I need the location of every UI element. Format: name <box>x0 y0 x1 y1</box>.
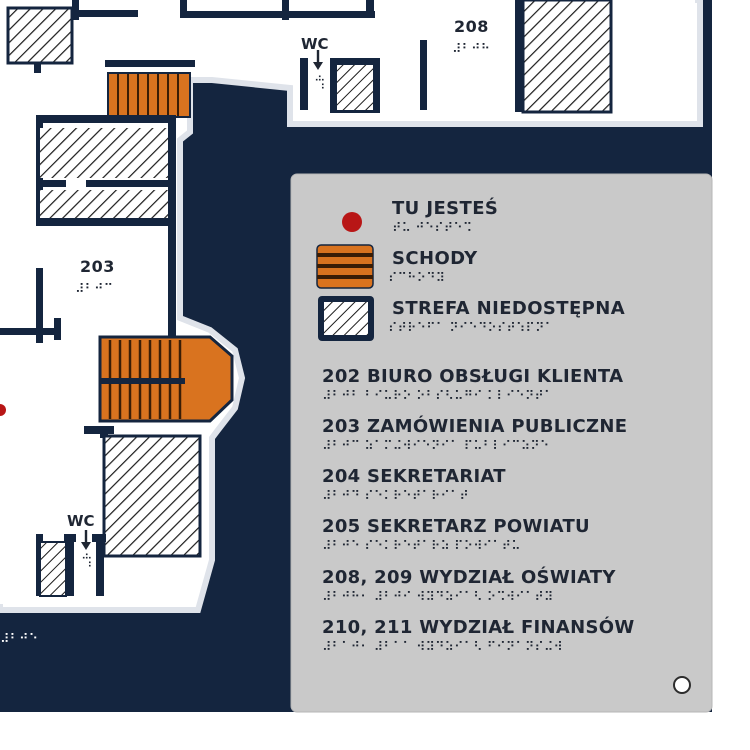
wc-label-lower: WC <box>67 512 95 530</box>
legend-here-braille: ⠞⠥ ⠚⠑⠎⠞⠑⠩ <box>392 221 473 236</box>
restricted-zone <box>6 6 74 65</box>
legend-stairs-braille: ⠎⠉⠓⠕⠙⠽ <box>388 271 446 286</box>
you-are-here-marker <box>0 404 6 416</box>
directory-entry-208-209-braille: ⠼⠃⠚⠓⠂ ⠼⠃⠚⠊ ⠺⠽⠙⠵⠊⠁⠣ ⠕⠩⠺⠊⠁⠞⠽ <box>322 590 554 605</box>
wc-lower-braille: ⠺⠉ <box>79 552 92 569</box>
legend-stairs-label: SCHODY <box>392 248 478 269</box>
legend-panel <box>291 174 712 712</box>
wc-upper-braille: ⠺⠉ <box>312 74 325 91</box>
directory-entry-210-211: 210, 211 WYDZIAŁ FINANSÓW <box>322 617 635 638</box>
wc-label-upper: WC <box>301 35 329 53</box>
bottom-braille: ⠼⠃⠚⠑ <box>0 632 39 647</box>
room-203-braille: ⠼⠃⠚⠉ <box>75 282 114 297</box>
directory-entry-202-braille: ⠼⠃⠚⠃ ⠃⠊⠥⠗⠕ ⠕⠃⠎⠣⠥⠛⠊ ⠅⠇⠊⠑⠝⠞⠁ <box>322 389 554 404</box>
room-208-braille: ⠼⠃⠚⠓ <box>452 42 491 57</box>
you-are-here-icon <box>342 212 362 232</box>
directory-entry-205-braille: ⠼⠃⠚⠑ ⠎⠑⠅⠗⠑⠞⠁⠗⠵ ⠏⠕⠺⠊⠁⠞⠥ <box>322 539 521 554</box>
directory-entry-205: 205 SEKRETARZ POWIATU <box>322 516 590 537</box>
directory-entry-210-211-braille: ⠼⠃⠁⠚⠂ ⠼⠃⠁⠁ ⠺⠽⠙⠵⠊⠁⠣ ⠋⠊⠝⠁⠝⠎⠬⠺ <box>322 640 563 655</box>
legend-restricted-braille: ⠎⠞⠗⠑⠋⠁ ⠝⠊⠑⠙⠕⠎⠞⠱⠏⠝⠁ <box>388 321 554 336</box>
room-number-203: 203 <box>80 257 115 276</box>
room-number-208: 208 <box>454 17 489 36</box>
directory-entry-204-braille: ⠼⠃⠚⠙ ⠎⠑⠅⠗⠑⠞⠁⠗⠊⠁⠞ <box>322 489 469 504</box>
directory-entry-204: 204 SEKRETARIAT <box>322 466 506 487</box>
legend-restricted-label: STREFA NIEDOSTĘPNA <box>392 298 626 319</box>
directory-entry-202: 202 BIURO OBSŁUGI KLIENTA <box>322 366 624 387</box>
legend-here-label: TU JESTEŚ <box>392 198 499 219</box>
mounting-hole <box>673 676 691 694</box>
directory-entry-208-209: 208, 209 WYDZIAŁ OŚWIATY <box>322 567 616 588</box>
directory-entry-203: 203 ZAMÓWIENIA PUBLICZNE <box>322 416 628 437</box>
directory-entry-203-braille: ⠼⠃⠚⠉ ⠵⠁⠍⠬⠺⠊⠑⠝⠊⠁ ⠏⠥⠃⠇⠊⠉⠵⠝⠑ <box>322 439 550 454</box>
